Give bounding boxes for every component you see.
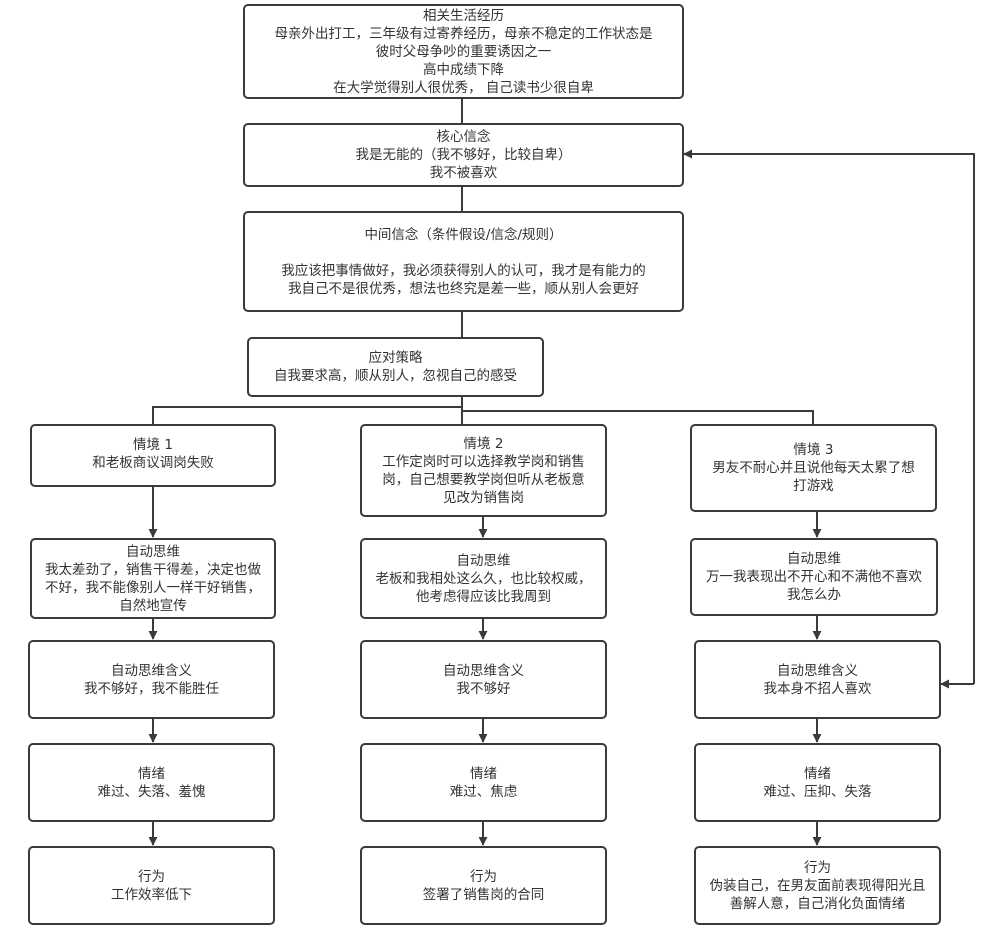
emotion-title: 情绪 (470, 765, 497, 782)
coping-strategy-title: 应对策略 (368, 350, 423, 366)
edge-meaning-to-core-feedback (683, 149, 975, 684)
behavior-line: 工作效率低下 (111, 886, 192, 903)
edge-strategy-to-situation-3 (462, 410, 814, 424)
behavior-line: 伪装自己，在男友面前表现得阳光且 (709, 877, 926, 894)
meaning-3-box[interactable]: 自动思维含义 我本身不招人喜欢 (694, 640, 941, 719)
meaning-2-box[interactable]: 自动思维含义 我不够好 (360, 640, 607, 719)
situation-title: 情境 2 (463, 435, 504, 452)
intermediate-belief-line: 我应该把事情做好，我必须获得别人的认可，我才是有能力的 (281, 262, 646, 279)
automatic-thought-line: 我太差劲了，销售干得差，决定也做 (45, 561, 261, 578)
coping-strategy-line: 自我要求高，顺从别人，忽视自己的感受 (274, 368, 517, 384)
meaning-title: 自动思维含义 (443, 662, 524, 679)
automatic-thought-title: 自动思维 (787, 551, 841, 567)
emotion-title: 情绪 (804, 765, 831, 782)
emotion-line: 难过、焦虑 (449, 783, 518, 800)
life-history-line: 母亲外出打工，三年级有过寄养经历，母亲不稳定的工作状态是 (274, 25, 653, 42)
emotion-line: 难过、失落、羞愧 (97, 783, 206, 800)
meaning-line: 我本身不招人喜欢 (763, 680, 872, 697)
behavior-2-box[interactable]: 行为 签署了销售岗的合同 (360, 846, 607, 925)
core-belief-line: 我是无能的（我不够好，比较自卑） (355, 147, 572, 163)
meaning-line: 我不够好，我不能胜任 (84, 680, 219, 697)
situation-title: 情境 3 (793, 442, 834, 458)
behavior-line: 善解人意，自己消化负面情绪 (729, 895, 906, 912)
automatic-thought-3-box[interactable]: 自动思维 万一我表现出不开心和不满他不喜欢 我怎么办 (690, 538, 938, 616)
behavior-line: 签署了销售岗的合同 (422, 886, 545, 903)
behavior-title: 行为 (138, 868, 165, 885)
life-history-line: 高中成绩下降 (423, 61, 504, 78)
behavior-title: 行为 (804, 859, 831, 876)
emotion-title: 情绪 (138, 765, 165, 782)
life-history-line: 在大学觉得别人很优秀， 自己读书少很自卑 (333, 79, 594, 96)
emotion-3-box[interactable]: 情绪 难过、压抑、失落 (694, 743, 941, 822)
automatic-thought-2-box[interactable]: 自动思维 老板和我相处这么久，也比较权威， 他考虑得应该比我周到 (360, 538, 607, 619)
core-belief-box[interactable]: 核心信念 我是无能的（我不够好，比较自卑） 我不被喜欢 (243, 123, 684, 187)
intermediate-belief-title: 中间信念（条件假设/信念/规则） (364, 226, 563, 243)
meaning-line: 我不够好 (456, 680, 511, 697)
automatic-thought-line: 老板和我相处这么久，也比较权威， (375, 570, 592, 587)
behavior-1-box[interactable]: 行为 工作效率低下 (28, 846, 275, 925)
life-history-title: 相关生活经历 (423, 7, 504, 24)
coping-strategy-box[interactable]: 应对策略 自我要求高，顺从别人，忽视自己的感受 (247, 337, 544, 397)
core-belief-title: 核心信念 (436, 129, 491, 145)
automatic-thought-1-box[interactable]: 自动思维 我太差劲了，销售干得差，决定也做 不好，我不能像别人一样干好销售， 自… (30, 538, 276, 619)
emotion-1-box[interactable]: 情绪 难过、失落、羞愧 (28, 743, 275, 822)
situation-line: 工作定岗时可以选择教学岗和销售 (382, 453, 585, 470)
automatic-thought-title: 自动思维 (126, 543, 180, 560)
automatic-thought-title: 自动思维 (456, 552, 511, 569)
life-history-box[interactable]: 相关生活经历 母亲外出打工，三年级有过寄养经历，母亲不稳定的工作状态是 彼时父母… (243, 4, 684, 99)
situation-line: 见改为销售岗 (443, 489, 524, 506)
automatic-thought-line: 自然地宣传 (119, 597, 187, 614)
emotion-line: 难过、压抑、失落 (763, 783, 872, 800)
emotion-2-box[interactable]: 情绪 难过、焦虑 (360, 743, 607, 822)
situation-2-box[interactable]: 情境 2 工作定岗时可以选择教学岗和销售 岗，自己想要教学岗但听从老板意 见改为… (360, 424, 607, 517)
core-belief-line: 我不被喜欢 (429, 165, 498, 181)
situation-line: 打游戏 (793, 478, 834, 494)
situation-1-box[interactable]: 情境 1 和老板商议调岗失败 (30, 424, 276, 487)
situation-title: 情境 1 (133, 437, 173, 453)
meaning-1-box[interactable]: 自动思维含义 我不够好，我不能胜任 (28, 640, 275, 719)
automatic-thought-line: 不好，我不能像别人一样干好销售， (45, 579, 261, 596)
edge-strategy-to-situation-1 (152, 406, 462, 424)
behavior-title: 行为 (470, 868, 497, 885)
situation-line: 和老板商议调岗失败 (92, 455, 214, 471)
life-history-line: 彼时父母争吵的重要诱因之一 (375, 43, 552, 60)
meaning-title: 自动思维含义 (111, 662, 192, 679)
situation-line: 岗，自己想要教学岗但听从老板意 (382, 471, 585, 488)
automatic-thought-line: 他考虑得应该比我周到 (416, 588, 551, 605)
situation-line: 男友不耐心并且说他每天太累了想 (712, 460, 915, 476)
intermediate-belief-box[interactable]: 中间信念（条件假设/信念/规则） 我应该把事情做好，我必须获得别人的认可，我才是… (243, 211, 684, 312)
behavior-3-box[interactable]: 行为 伪装自己，在男友面前表现得阳光且 善解人意，自己消化负面情绪 (694, 846, 941, 925)
meaning-title: 自动思维含义 (777, 662, 858, 679)
automatic-thought-line: 我怎么办 (787, 587, 841, 603)
automatic-thought-line: 万一我表现出不开心和不满他不喜欢 (706, 569, 922, 585)
intermediate-belief-line: 我自己不是很优秀，想法也终究是差一些，顺从别人会更好 (288, 280, 639, 297)
situation-3-box[interactable]: 情境 3 男友不耐心并且说他每天太累了想 打游戏 (690, 424, 937, 512)
